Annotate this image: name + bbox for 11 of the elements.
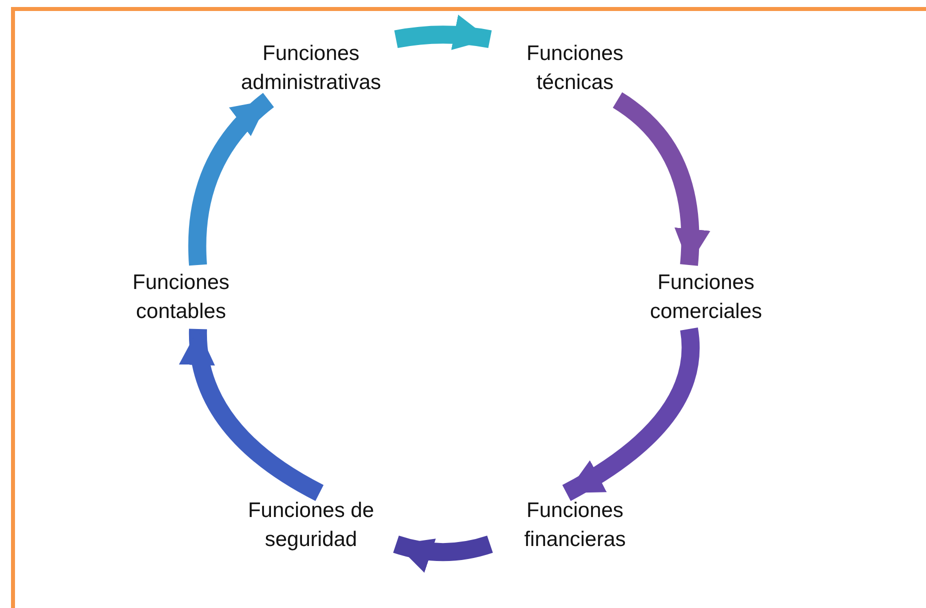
function-label: Funciones financieras: [490, 493, 660, 557]
function-label: Funciones de seguridad: [226, 493, 396, 557]
curved-arrow: [180, 328, 324, 501]
curved-arrow: [612, 92, 710, 266]
curved-arrow: [188, 93, 274, 266]
function-label: Funciones comerciales: [621, 265, 791, 329]
curved-arrow: [393, 536, 493, 572]
curved-arrow: [394, 15, 492, 51]
function-label: Funciones contables: [96, 265, 266, 329]
function-label: Funciones administrativas: [226, 36, 396, 100]
function-label: Funciones técnicas: [490, 36, 660, 100]
